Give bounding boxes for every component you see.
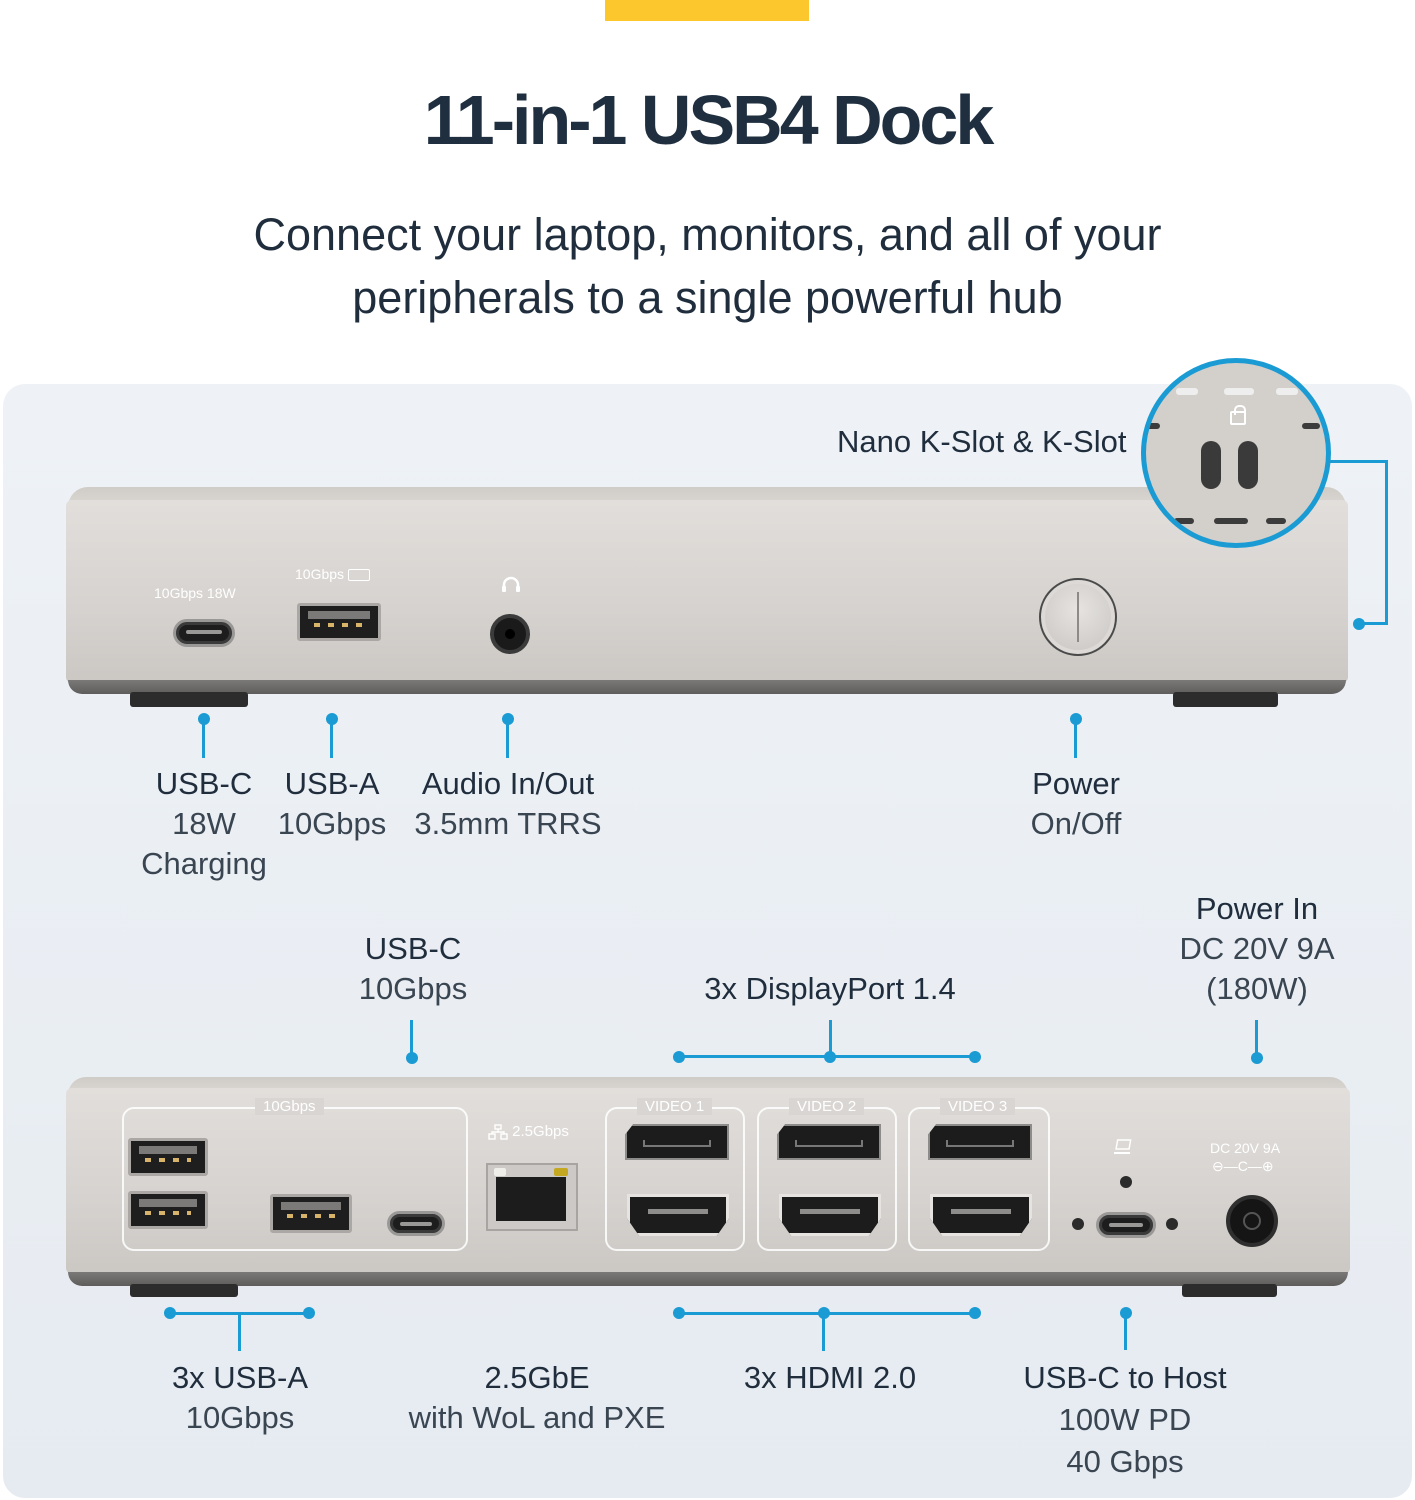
screw-hole xyxy=(1166,1218,1178,1230)
vent xyxy=(1224,388,1254,395)
kslot-magnifier xyxy=(1141,358,1331,548)
callout-front-audio: Audio In/Out 3.5mm TRRS xyxy=(414,766,602,841)
callout-dot xyxy=(303,1307,315,1319)
rear-device-base xyxy=(68,1272,1348,1286)
vent xyxy=(1276,388,1298,395)
displayport-3 xyxy=(928,1124,1032,1160)
hdmi-2 xyxy=(779,1194,881,1236)
callout-dot xyxy=(824,1051,836,1063)
vent xyxy=(1266,518,1286,524)
subtitle-line-1: Connect your laptop, monitors, and all o… xyxy=(253,209,1162,260)
vent xyxy=(1214,518,1248,524)
dc-power-jack xyxy=(1226,1195,1278,1247)
callout-line xyxy=(238,1313,241,1351)
kslot-callout-dot xyxy=(1353,618,1365,630)
callout-front-usba: USB-A 10Gbps xyxy=(277,766,387,841)
callout-rear-power-in: Power In DC 20V 9A (180W) xyxy=(1179,891,1335,1006)
callout-rear-usba: 3x USB-A 10Gbps xyxy=(171,1360,309,1435)
callout-dot xyxy=(673,1051,685,1063)
headset-icon xyxy=(499,574,523,598)
vent xyxy=(1302,423,1320,429)
accent-bar xyxy=(605,0,809,21)
battery-charge-icon xyxy=(347,569,370,582)
callout-line xyxy=(1074,718,1077,758)
ethernet-socket xyxy=(496,1177,566,1221)
indicator-led xyxy=(1120,1176,1132,1188)
callout-rear-ethernet: 2.5GbE with WoL and PXE xyxy=(408,1360,666,1435)
ethernet-port xyxy=(486,1163,578,1231)
ethernet-led-activity xyxy=(554,1168,568,1176)
displayport-2 xyxy=(777,1124,881,1160)
ethernet-led-link xyxy=(494,1168,506,1176)
callout-front-power: Power On/Off xyxy=(1030,766,1122,841)
hdmi-1 xyxy=(627,1194,729,1236)
callout-dot xyxy=(673,1307,685,1319)
rear-foot-left xyxy=(130,1284,238,1297)
rear-usba-port-1 xyxy=(128,1138,208,1176)
kslot-connector xyxy=(1358,622,1388,625)
video-2-label: VIDEO 2 xyxy=(789,1098,865,1115)
callout-rear-host: USB-C to Host 100W PD 40 Gbps xyxy=(1023,1360,1227,1479)
callout-dot xyxy=(969,1307,981,1319)
callout-line xyxy=(410,1020,413,1056)
nano-kslot xyxy=(1201,441,1221,489)
callout-rear-displayport: 3x DisplayPort 1.4 xyxy=(704,971,956,1006)
ethernet-label: 2.5Gbps xyxy=(488,1123,569,1140)
callout-rear-usbc: USB-C 10Gbps xyxy=(358,931,468,1006)
front-foot-right xyxy=(1173,692,1278,707)
kslot-connector xyxy=(1326,460,1388,463)
front-device-face xyxy=(66,500,1348,683)
page-subtitle: Connect your laptop, monitors, and all o… xyxy=(0,203,1415,329)
dc-in-label: DC 20V 9A xyxy=(1210,1140,1281,1156)
callout-line xyxy=(1124,1312,1127,1350)
hdmi-3 xyxy=(930,1194,1032,1236)
callout-line xyxy=(506,718,509,758)
front-usbc-label: 10Gbps 18W xyxy=(154,585,236,601)
page-title: 11-in-1 USB4 Dock xyxy=(423,81,995,159)
displayport-1 xyxy=(625,1124,729,1160)
rear-usba-port-3 xyxy=(270,1194,352,1233)
callout-rear-hdmi: 3x HDMI 2.0 xyxy=(743,1360,917,1395)
callout-line xyxy=(330,718,333,758)
kslot-callout-label: Nano K-Slot & K-Slot xyxy=(837,424,1127,459)
kslot xyxy=(1238,441,1258,489)
callout-dot xyxy=(164,1307,176,1319)
vent xyxy=(1174,518,1194,524)
rear-usbc-port xyxy=(387,1211,445,1236)
rear-foot-right xyxy=(1182,1284,1277,1297)
vent xyxy=(1176,388,1198,395)
rear-device-face xyxy=(66,1088,1350,1274)
front-foot-left xyxy=(130,692,248,707)
callout-dot xyxy=(969,1051,981,1063)
kslot-connector xyxy=(1385,460,1388,625)
front-device-base xyxy=(68,680,1346,694)
callout-line xyxy=(829,1020,832,1056)
callout-line xyxy=(822,1313,825,1351)
video-3-label: VIDEO 3 xyxy=(940,1098,1016,1115)
usb-group-label: 10Gbps xyxy=(255,1098,324,1115)
callout-line xyxy=(202,718,205,758)
rear-usba-port-2 xyxy=(128,1191,208,1229)
polarity-icon: ⊖—C—⊕ xyxy=(1212,1158,1274,1174)
callout-dot xyxy=(406,1052,418,1064)
callout-line xyxy=(1255,1020,1258,1056)
screw-hole xyxy=(1072,1218,1084,1230)
front-usbc-port xyxy=(173,619,235,647)
callout-dot xyxy=(1251,1052,1263,1064)
network-icon xyxy=(488,1124,508,1140)
callout-front-usbc: USB-C 18W Charging xyxy=(141,766,267,881)
front-usba-port xyxy=(297,603,381,641)
vent xyxy=(1146,423,1160,429)
power-button[interactable] xyxy=(1039,578,1117,656)
audio-jack xyxy=(490,614,530,654)
front-usba-label: 10Gbps xyxy=(295,566,370,582)
lock-icon xyxy=(1230,405,1246,425)
laptop-icon xyxy=(1112,1138,1136,1156)
video-1-label: VIDEO 1 xyxy=(637,1098,713,1115)
host-usbc-port xyxy=(1096,1212,1156,1238)
subtitle-line-2: peripherals to a single powerful hub xyxy=(352,272,1063,323)
